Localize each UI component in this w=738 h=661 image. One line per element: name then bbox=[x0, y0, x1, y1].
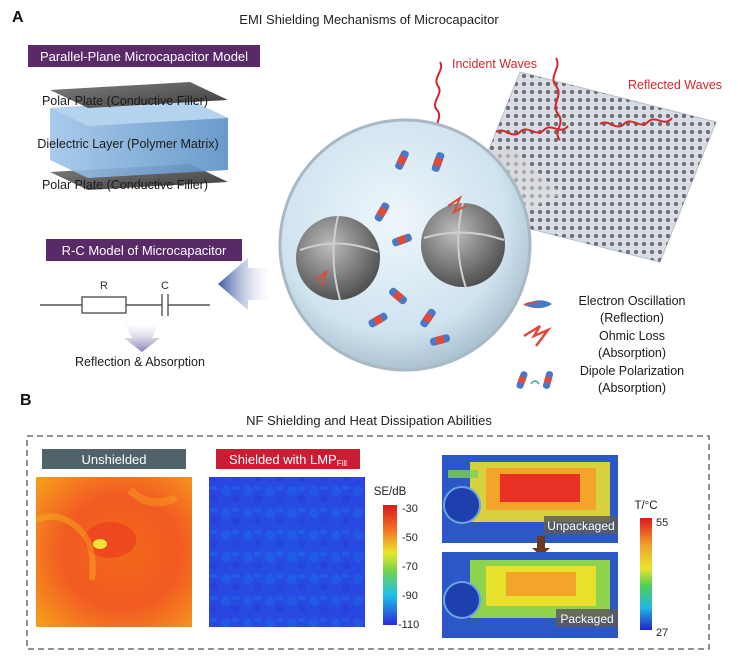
electron-oscillation-icon bbox=[523, 300, 552, 309]
temp-scale-title: T/°C bbox=[634, 500, 657, 512]
unshielded-heatmap bbox=[34, 477, 192, 627]
se-tick-3: -90 bbox=[402, 590, 418, 602]
se-scale-title: SE/dB bbox=[374, 486, 407, 498]
electron-oscillation-title: Electron Oscillation bbox=[579, 294, 686, 308]
packaged-tag bbox=[556, 609, 618, 627]
panel-a-letter: A bbox=[12, 9, 24, 26]
se-tick-2: -70 bbox=[402, 561, 418, 573]
panel-a-title: EMI Shielding Mechanisms of Microcapacit… bbox=[239, 12, 499, 27]
shielded-tag-main: Shielded with LMP bbox=[229, 452, 337, 467]
rc-label-box bbox=[46, 239, 242, 261]
resistor-label: R bbox=[100, 280, 108, 292]
incident-waves-label: Incident Waves bbox=[452, 57, 537, 71]
capacitor-label: C bbox=[161, 280, 169, 292]
unshielded-tag-text: Unshielded bbox=[81, 452, 146, 467]
incident-wave-1 bbox=[434, 61, 443, 135]
unshielded-tag bbox=[42, 449, 186, 469]
model-label-box bbox=[28, 45, 260, 67]
reflected-wave-2 bbox=[599, 117, 673, 128]
microcapacitor-model bbox=[50, 82, 228, 190]
model-label-text: Parallel-Plane Microcapacitor Model bbox=[40, 49, 248, 64]
shielded-tag-sub: Fill bbox=[337, 459, 347, 468]
panel-b-letter: B bbox=[20, 392, 32, 409]
layer-top-label: Polar Plate (Conductive Filler) bbox=[42, 94, 208, 108]
down-arrow-icon bbox=[124, 322, 160, 352]
temp-min-label: 27 bbox=[656, 627, 668, 639]
panel-b-title: NF Shielding and Heat Dissipation Abilit… bbox=[246, 413, 492, 428]
layer-bottom-label: Polar Plate (Conductive Filler) bbox=[42, 178, 208, 192]
transition-arrow-icon bbox=[532, 536, 550, 556]
dipole-polarization-sub: (Absorption) bbox=[598, 381, 666, 395]
reflected-wave-1 bbox=[495, 125, 569, 136]
panel-b-frame bbox=[26, 435, 710, 650]
electron-oscillation-sub: (Reflection) bbox=[600, 311, 664, 325]
rc-circuit bbox=[40, 294, 210, 316]
dipole-polarization-icon bbox=[516, 371, 554, 389]
temp-colorbar bbox=[640, 518, 652, 630]
unpackaged-tag bbox=[544, 516, 618, 534]
ohmic-loss-sub: (Absorption) bbox=[598, 346, 666, 360]
se-tick-1: -50 bbox=[402, 532, 418, 544]
ohmic-loss-title: Ohmic Loss bbox=[599, 329, 665, 343]
se-tick-4: -110 bbox=[398, 619, 419, 631]
shielded-tag bbox=[216, 449, 360, 469]
incident-wave-2 bbox=[552, 57, 562, 141]
se-tick-0: -30 bbox=[402, 503, 418, 515]
packaged-label: Packaged bbox=[560, 612, 613, 626]
dipole-polarization-title: Dipole Polarization bbox=[580, 364, 684, 378]
unpackaged-label: Unpackaged bbox=[547, 519, 614, 533]
thermal-packaged bbox=[442, 552, 618, 638]
ohmic-loss-icon bbox=[523, 324, 552, 347]
rc-label-text: R-C Model of Microcapacitor bbox=[62, 243, 227, 258]
se-colorbar bbox=[383, 505, 397, 625]
rc-outcome-label: Reflection & Absorption bbox=[75, 355, 205, 369]
shielded-heatmap bbox=[209, 477, 365, 627]
layer-middle-label: Dielectric Layer (Polymer Matrix) bbox=[37, 137, 218, 151]
temp-max-label: 55 bbox=[656, 517, 668, 529]
reflected-waves-label: Reflected Waves bbox=[628, 78, 722, 92]
shielded-tag-text: Shielded with LMPFill bbox=[229, 452, 347, 468]
left-arrow-icon bbox=[218, 258, 270, 310]
fiber-particles bbox=[315, 150, 467, 346]
